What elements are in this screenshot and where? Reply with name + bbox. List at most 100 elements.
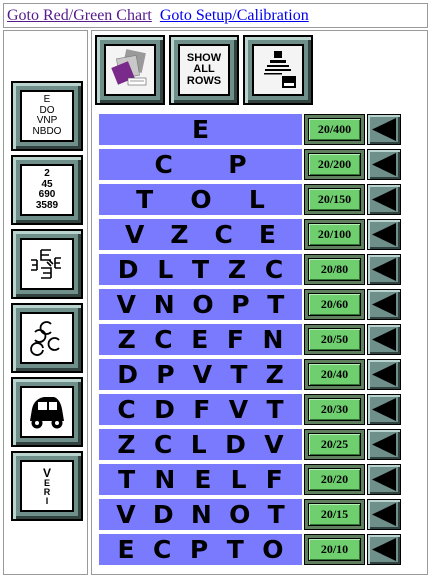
show-all-rows-face: SHOW ALL ROWS [178,44,230,96]
top-nav-frame: Goto Red/Green Chart Goto Setup/Calibrat… [3,3,428,28]
optotype-letter: F [265,465,283,494]
single-letter-line: I [45,495,49,506]
select-row-arrow-button[interactable] [367,464,401,495]
select-row-arrow-button[interactable] [367,289,401,320]
tumbling-e-chart-button[interactable] [11,229,83,299]
numbers-chart-button[interactable]: 2 45 690 3589 [11,155,83,225]
optotype-letter: Z [170,220,189,249]
letters-chart-button[interactable]: E DO VNP NBDO [11,81,83,151]
acuity-button[interactable]: 20/100 [304,219,365,250]
car-icon [30,397,64,429]
arrow-left-icon [372,363,396,386]
optotype-letter: V [125,220,145,249]
optotype-letter: C [214,220,233,249]
acuity-label: 20/80 [308,258,361,281]
select-row-arrow-button[interactable] [367,534,401,565]
select-row-arrow-button[interactable] [367,219,401,250]
optotype-letter: T [267,290,285,319]
pictures-chart-button[interactable] [11,377,83,447]
optotype-letter: C [154,325,173,354]
optotype-letter: N [262,325,284,354]
acuity-button[interactable]: 20/200 [304,149,365,180]
optotype-letter: E [258,220,276,249]
letters-chart-line: DO [39,104,55,116]
acuity-button[interactable]: 20/40 [304,359,365,390]
single-letter-button[interactable]: V E R I [11,451,83,521]
select-row-arrow-button[interactable] [367,149,401,180]
acuity-label: 20/25 [308,433,361,456]
show-all-rows-line: ROWS [186,74,222,87]
optotype-letter: D [117,360,138,389]
goto-red-green-chart-link[interactable]: Goto Red/Green Chart [7,7,152,24]
select-row-arrow-button[interactable] [367,114,401,145]
optotype-letter: Z [227,255,247,284]
acuity-label: 20/10 [308,538,361,561]
color-test-face [104,44,156,96]
arrow-left-icon [372,538,396,561]
mini-chart-face [252,44,304,96]
chart-selector-sidebar: E DO VNP NBDO 2 45 690 3589 [3,30,88,575]
select-row-arrow-button[interactable] [367,429,401,460]
optotype-letter: E [191,325,209,354]
select-row-arrow-button[interactable] [367,394,401,425]
show-all-rows-button[interactable]: SHOW ALL ROWS [169,35,239,105]
optotype-letter: Z [117,430,136,459]
optotype-letter: N [153,290,175,319]
acuity-button[interactable]: 20/10 [304,534,365,565]
acuity-button[interactable]: 20/30 [304,394,365,425]
optotype-letter: T [118,465,136,494]
optotype-letter: V [192,360,213,389]
acuity-button[interactable]: 20/25 [304,429,365,460]
optotype-letter: F [193,395,211,424]
optotype-letter: P [189,535,209,564]
select-row-arrow-button[interactable] [367,499,401,530]
acuity-button[interactable]: 20/150 [304,184,365,215]
optotype-letter: T [226,535,244,564]
optotype-letter: T [267,500,285,529]
acuity-button[interactable]: 20/400 [304,114,365,145]
acuity-button[interactable]: 20/80 [304,254,365,285]
single-letter-face: V E R I [20,460,74,512]
acuity-label: 20/100 [308,223,361,246]
color-test-button[interactable] [95,35,165,105]
optotype-letter: E [117,535,135,564]
optotype-letter: D [154,395,175,424]
optotype-letter: V [264,430,284,459]
arrow-left-icon [372,398,396,421]
numbers-chart-line: 3589 [35,199,59,211]
select-row-arrow-button[interactable] [367,359,401,390]
optotype-letter: P [156,360,175,389]
mini-chart-button[interactable] [243,35,313,105]
optotype-letter: P [228,150,247,179]
optotype-letter: T [136,185,154,214]
arrow-left-icon [372,433,396,456]
acuity-label: 20/50 [308,328,361,351]
optotype-letter: D [225,430,246,459]
pictures-chart-face [20,386,74,438]
select-row-arrow-button[interactable] [367,254,401,285]
landolt-c-chart-button[interactable] [11,303,83,373]
goto-setup-calibration-link[interactable]: Goto Setup/Calibration [159,7,309,24]
optotype-letter: V [116,500,136,529]
select-row-arrow-button[interactable] [367,184,401,215]
acuity-button[interactable]: 20/60 [304,289,365,320]
optotype-letter: C [153,535,172,564]
optotype-letter: P [231,290,250,319]
acuity-button[interactable]: 20/50 [304,324,365,355]
acuity-button[interactable]: 20/15 [304,499,365,530]
optotype-letter: N [154,465,176,494]
select-row-arrow-button[interactable] [367,324,401,355]
acuity-button[interactable]: 20/20 [304,464,365,495]
